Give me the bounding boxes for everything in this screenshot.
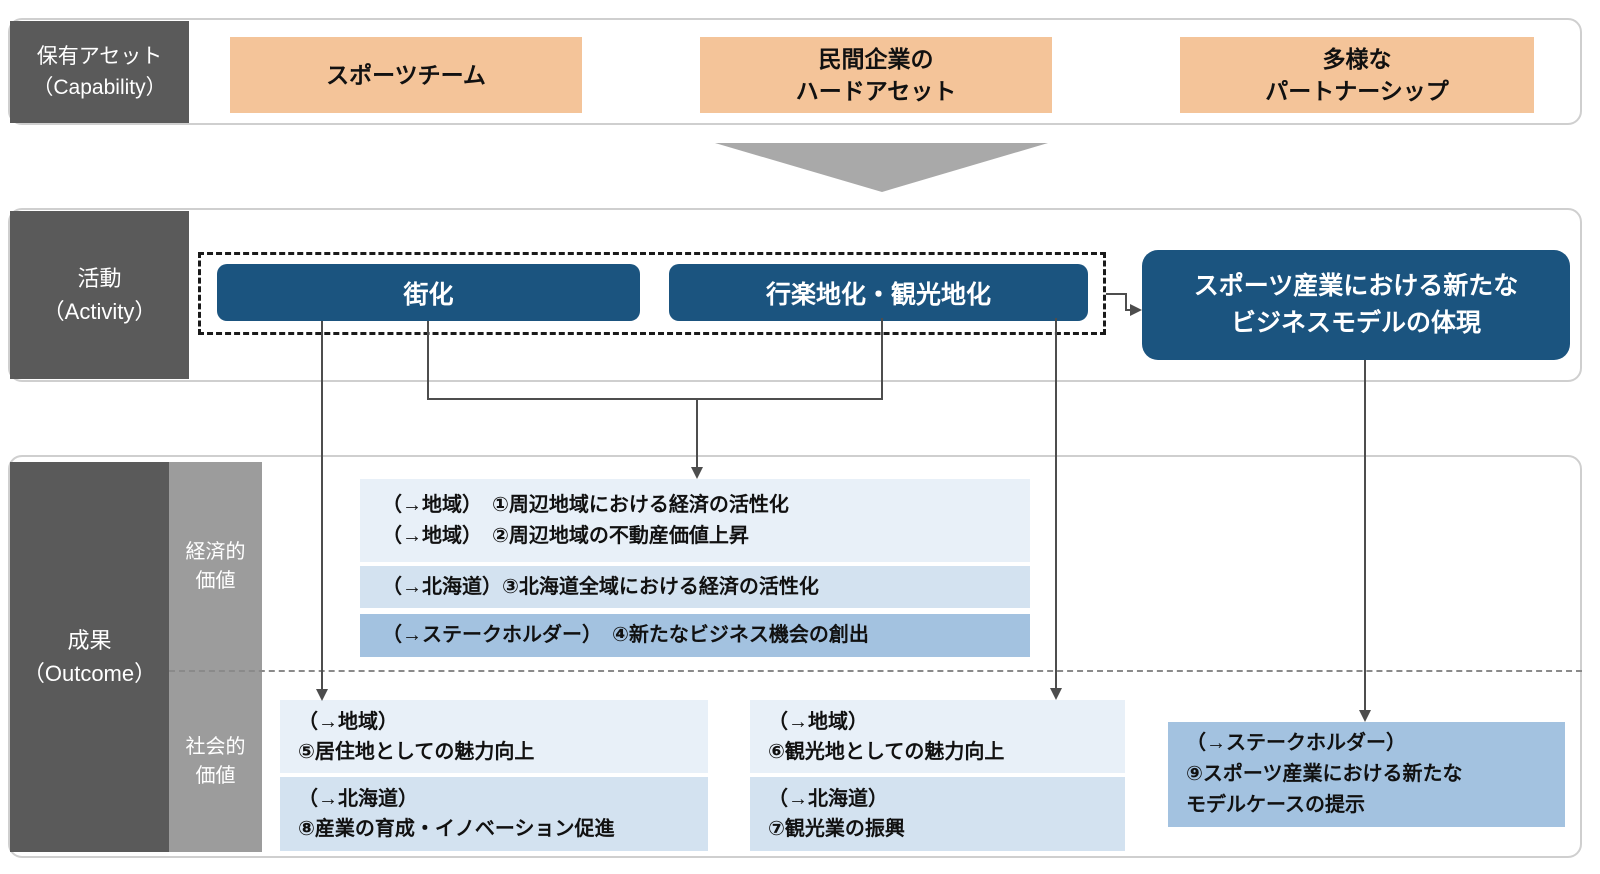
outcome-box-3-hokkaido-economy: （→北海道）③北海道全域における経済の活性化	[360, 566, 1030, 608]
social-value-label: 社会的 価値	[169, 671, 262, 852]
outcome-box-8-industry-innovation: （→北海道） ⑧産業の育成・イノベーション促進	[280, 777, 708, 851]
outcome-box-4-new-business-opportunities: （→ステークホルダー） ④新たなビジネス機会の創出	[360, 614, 1030, 657]
activity-result-new-business-model: スポーツ産業における新たな ビジネスモデルの体現	[1142, 250, 1570, 360]
activity-row-label: 活動 （Activity）	[10, 211, 189, 379]
outcome-box-7-tourism-industry: （→北海道） ⑦観光業の振興	[750, 777, 1125, 851]
outcome-row-label: 成果 （Outcome）	[10, 462, 169, 852]
economic-social-divider	[169, 670, 1582, 672]
outcome-box-1-2-regional-economy: （→地域） ①周辺地域における経済の活性化 （→地域） ②周辺地域の不動産価値上…	[360, 479, 1030, 562]
big-down-arrow	[715, 143, 1048, 192]
outcome-box-5-residential-appeal: （→地域） ⑤居住地としての魅力向上	[280, 700, 708, 773]
capability-item-sports-team: スポーツチーム	[230, 37, 582, 113]
capability-item-private-hard-assets: 民間企業の ハードアセット	[700, 37, 1052, 113]
outcome-box-9-model-case: （→ステークホルダー） ⑨スポーツ産業における新たな モデルケースの提示	[1168, 722, 1565, 827]
economic-value-label: 経済的 価値	[169, 462, 262, 671]
capability-item-partnerships: 多様な パートナーシップ	[1180, 37, 1534, 113]
capability-row-label: 保有アセット （Capability）	[10, 21, 189, 123]
activity-item-resort-tourism: 行楽地化・観光地化	[669, 264, 1088, 321]
outcome-box-6-tourism-appeal: （→地域） ⑥観光地としての魅力向上	[750, 700, 1125, 773]
activity-item-urbanization: 街化	[217, 264, 640, 321]
